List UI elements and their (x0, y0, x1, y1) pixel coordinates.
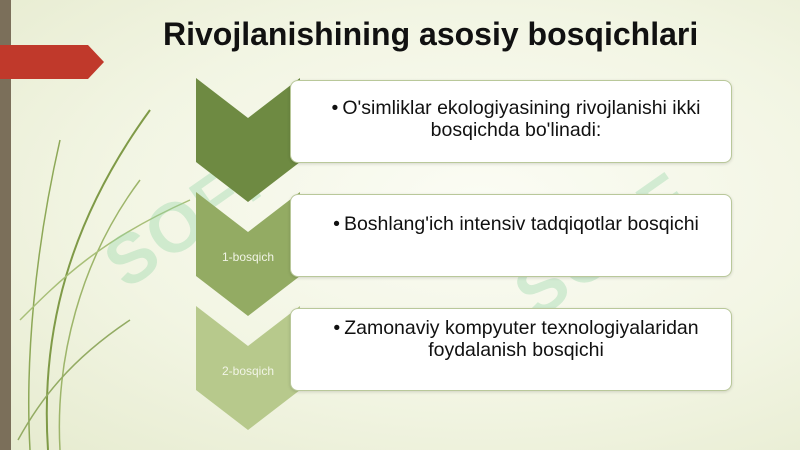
step-box-3: •Zamonaviy kompyuter texnologiyalaridan … (290, 308, 732, 391)
chevron-label-2: 2-bosqich (221, 364, 275, 378)
chevron-label-1: 1-bosqich (221, 250, 275, 264)
left-accent-bar (0, 0, 11, 450)
step-box-1: •O'simliklar ekologiyasining rivojlanish… (290, 80, 732, 163)
red-arrow-tab (0, 45, 104, 79)
step-text-3: •Zamonaviy kompyuter texnologiyalaridan … (333, 317, 699, 361)
chevron-step-1 (196, 78, 300, 202)
step-text-1: •O'simliklar ekologiyasining rivojlanish… (331, 97, 701, 141)
step-box-2: •Boshlang'ich intensiv tadqiqotlar bosqi… (290, 194, 732, 277)
decorative-grass-lines (17, 109, 191, 450)
chevron-step-2 (196, 192, 300, 316)
step-text-2: •Boshlang'ich intensiv tadqiqotlar bosqi… (333, 213, 699, 235)
slide-title: Rivojlanishining asosiy bosqichlari (163, 16, 699, 52)
chevron-step-3 (196, 306, 300, 430)
